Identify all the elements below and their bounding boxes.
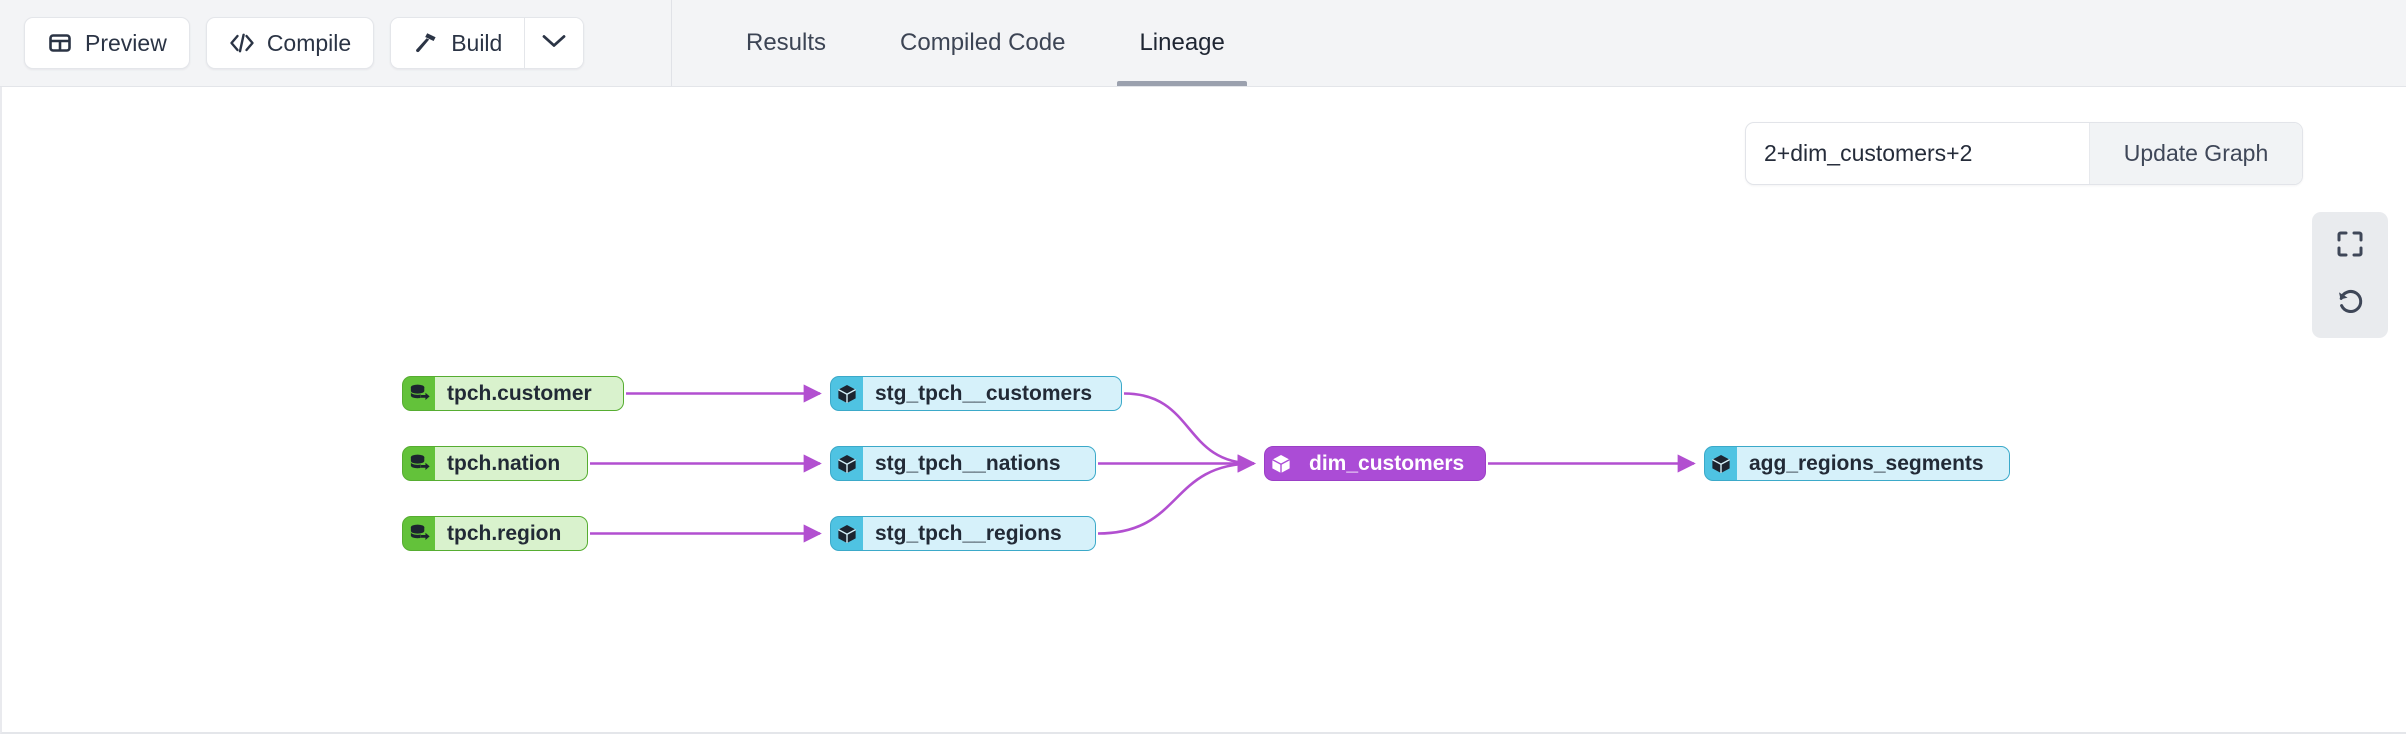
lineage-edge: [1097, 454, 1256, 535]
lineage-node-tpch-region[interactable]: tpch.region: [402, 516, 588, 551]
build-button-label: Build: [451, 29, 503, 56]
compile-button[interactable]: Compile: [205, 17, 375, 69]
database-icon: [403, 377, 435, 410]
compile-button-label: Compile: [266, 29, 352, 56]
result-tabs: Results Compiled Code Lineage: [672, 0, 1273, 86]
graph-edges: [589, 384, 1696, 543]
lineage-node-tpch-customer[interactable]: tpch.customer: [402, 376, 624, 411]
fullscreen-button[interactable]: [2327, 224, 2373, 270]
database-icon: [403, 447, 435, 480]
tab-results[interactable]: Results: [720, 0, 852, 86]
graph-controls: [2312, 212, 2388, 338]
lineage-node-label: agg_regions_segments: [1737, 447, 2009, 480]
lineage-node-tpch-nation[interactable]: tpch.nation: [402, 446, 588, 481]
code-brackets-icon: [229, 30, 255, 56]
lineage-node-dim-customers[interactable]: dim_customers: [1264, 446, 1486, 481]
cube-icon: [831, 377, 863, 410]
update-graph-button[interactable]: Update Graph: [2089, 123, 2302, 184]
lineage-node-stg-tpch-nations[interactable]: stg_tpch__nations: [830, 446, 1096, 481]
lineage-node-label: tpch.customer: [435, 377, 623, 410]
tab-results-label: Results: [746, 29, 827, 56]
hammer-icon: [413, 30, 439, 56]
update-graph-label: Update Graph: [2123, 140, 2269, 166]
tab-lineage-label: Lineage: [1139, 29, 1225, 56]
database-icon: [403, 517, 435, 550]
build-button[interactable]: Build: [391, 18, 525, 68]
cube-icon: [1705, 447, 1737, 480]
lineage-graph: [589, 384, 1696, 543]
lineage-node-stg-tpch-regions[interactable]: stg_tpch__regions: [830, 516, 1096, 551]
tab-compiled-code-label: Compiled Code: [900, 29, 1066, 56]
lineage-node-agg-regions-segments[interactable]: agg_regions_segments: [1704, 446, 2010, 481]
preview-button[interactable]: Preview: [24, 17, 190, 69]
top-toolbar: Preview Compile: [0, 0, 2406, 87]
lineage-node-label: stg_tpch__nations: [863, 447, 1095, 480]
cube-icon: [1265, 447, 1297, 480]
lineage-edge: [1123, 392, 1256, 473]
cube-icon: [831, 517, 863, 550]
reset-icon: [2335, 286, 2365, 321]
fullscreen-icon: [2335, 229, 2365, 264]
lineage-node-label: tpch.nation: [435, 447, 587, 480]
lineage-node-label: stg_tpch__regions: [863, 517, 1095, 550]
reset-button[interactable]: [2327, 281, 2373, 327]
lineage-node-label: tpch.region: [435, 517, 587, 550]
lineage-search-input[interactable]: [1746, 123, 2089, 184]
lineage-node-label: stg_tpch__customers: [863, 377, 1121, 410]
build-dropdown-button[interactable]: [524, 18, 584, 68]
cube-icon: [831, 447, 863, 480]
chevron-down-icon: [541, 33, 567, 54]
lineage-node-stg-tpch-customers[interactable]: stg_tpch__customers: [830, 376, 1122, 411]
tab-compiled-code[interactable]: Compiled Code: [874, 0, 1091, 86]
table-grid-icon: [47, 30, 73, 56]
toolbar-actions: Preview Compile: [0, 0, 672, 86]
build-split-button: Build: [390, 17, 585, 69]
lineage-search-bar: Update Graph: [1745, 122, 2303, 185]
lineage-node-label: dim_customers: [1297, 447, 1485, 480]
tab-lineage[interactable]: Lineage: [1113, 0, 1250, 86]
preview-button-label: Preview: [85, 29, 167, 56]
lineage-canvas[interactable]: tpch.customer tpch.nation tpch.region st…: [0, 87, 2406, 734]
